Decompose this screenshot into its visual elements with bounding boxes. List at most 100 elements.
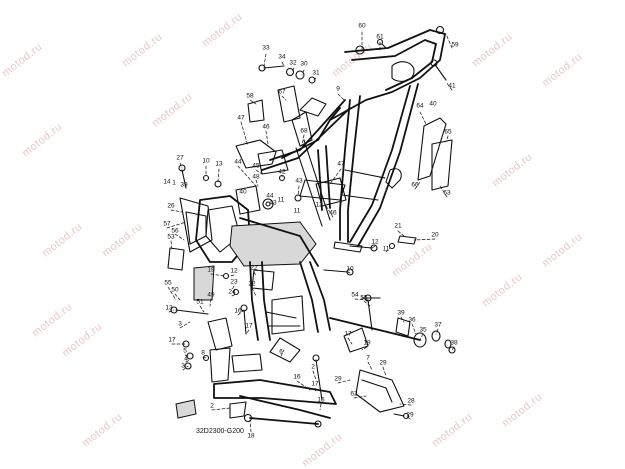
lower-frame (175, 327, 405, 419)
part-callout: 18 (247, 433, 255, 440)
part-callout: 66 (411, 182, 419, 189)
part-callout: 22 (248, 281, 256, 288)
part-callout: 19 (363, 340, 371, 347)
part-callout: 8 (201, 350, 205, 357)
part-callout: 14 (163, 179, 171, 186)
part-callout: 11 (294, 208, 301, 215)
part-callout: 12 (230, 268, 238, 275)
part-callout: 65 (444, 129, 452, 136)
part-callout: 13 (165, 305, 173, 312)
rear-subframe (329, 25, 446, 253)
part-callout: 3 (178, 321, 182, 328)
part-callout: 41 (448, 83, 456, 90)
part-callout: 63 (443, 190, 451, 197)
part-callout: 58 (246, 93, 254, 100)
part-callout: 43 (295, 178, 303, 185)
part-callout: 15 (317, 397, 325, 404)
headstock-and-downtubes (195, 195, 331, 363)
part-callout: 12 (315, 202, 323, 209)
part-callout: 54 (351, 292, 359, 299)
side-covers (235, 85, 453, 215)
part-callout: 64 (416, 103, 424, 110)
part-callout: 39 (397, 310, 405, 317)
main-frame-tubes (261, 97, 351, 227)
part-callout: 4 (184, 356, 188, 363)
part-callout: 34 (278, 54, 286, 61)
part-callout: 39 (180, 182, 188, 189)
part-callout: 10 (346, 266, 354, 273)
part-callout: 62 (350, 391, 358, 398)
part-callout: 53 (167, 234, 175, 241)
part-callout: 40 (429, 101, 437, 108)
part-callout: 28 (407, 398, 415, 405)
part-callout: 2 (311, 364, 315, 371)
part-callout: 16 (234, 308, 242, 315)
part-callout: 2 (210, 403, 214, 410)
part-callout: 47 (337, 161, 345, 168)
part-callout: 50 (171, 287, 179, 294)
part-callout: 44 (234, 159, 242, 166)
part-callout: 47 (237, 115, 245, 122)
left-brackets (167, 197, 263, 383)
part-callout: 29 (334, 376, 342, 383)
part-callout: 55 (360, 295, 368, 302)
part-callout: 22 (250, 265, 258, 272)
part-callout: 33 (262, 45, 270, 52)
part-callout: 55 (164, 280, 172, 287)
part-callout: 5 (183, 348, 187, 355)
part-callout: 11 (278, 197, 285, 204)
part-callout: 44 (266, 193, 274, 200)
part-callout: 19 (207, 267, 215, 274)
part-callout: 16 (293, 374, 301, 381)
part-callout: 46 (329, 210, 337, 217)
part-callout: 23 (230, 279, 238, 286)
part-callout: 35 (419, 327, 427, 334)
part-callout: 1 (172, 180, 176, 187)
part-callout: 12 (371, 239, 379, 246)
part-callout: 30 (300, 61, 308, 68)
part-callout: 45 (252, 163, 260, 170)
part-callout: 20 (431, 232, 439, 239)
part-callout: 21 (394, 223, 402, 230)
part-callout: 17 (311, 381, 319, 388)
bolts (170, 38, 456, 428)
part-callout: 49 (207, 292, 215, 299)
diagram-code: 32D2300-G200 (196, 428, 244, 435)
part-callout: 7 (366, 355, 370, 362)
part-callout: 43 (269, 200, 277, 207)
part-callout: 31 (312, 70, 320, 77)
part-callout: 24 (228, 289, 236, 296)
part-callout: 10 (202, 158, 210, 165)
part-callout: 61 (376, 34, 384, 41)
part-callout: 26 (167, 203, 175, 210)
part-callout: 67 (278, 89, 286, 96)
part-callout: 38 (450, 340, 458, 347)
part-callout: 32 (289, 60, 297, 67)
part-callout: 6 (279, 349, 283, 356)
part-callout: 17 (344, 331, 352, 338)
part-callout: 3 (181, 363, 185, 370)
part-callout: 68 (300, 128, 308, 135)
part-callout: 11 (383, 246, 390, 253)
part-callout: 60 (358, 23, 366, 30)
part-callout: 9 (336, 86, 340, 93)
part-callout: 37 (434, 322, 442, 329)
part-callout: 27 (176, 155, 184, 162)
part-callout: 51 (196, 299, 204, 306)
part-callout: 36 (408, 317, 416, 324)
part-callout: 59 (451, 42, 459, 49)
part-callout: 48 (252, 174, 260, 181)
part-callout: 29 (379, 360, 387, 367)
part-callout: 57 (163, 221, 171, 228)
part-callout: 40 (239, 189, 247, 196)
leader-lines (166, 31, 455, 433)
part-callout: 56 (171, 228, 179, 235)
part-callout: 17 (168, 337, 176, 344)
part-callout: 17 (245, 323, 253, 330)
pivot-shaft (329, 297, 452, 349)
part-callout: 29 (406, 412, 414, 419)
part-callout: 46 (262, 124, 270, 131)
